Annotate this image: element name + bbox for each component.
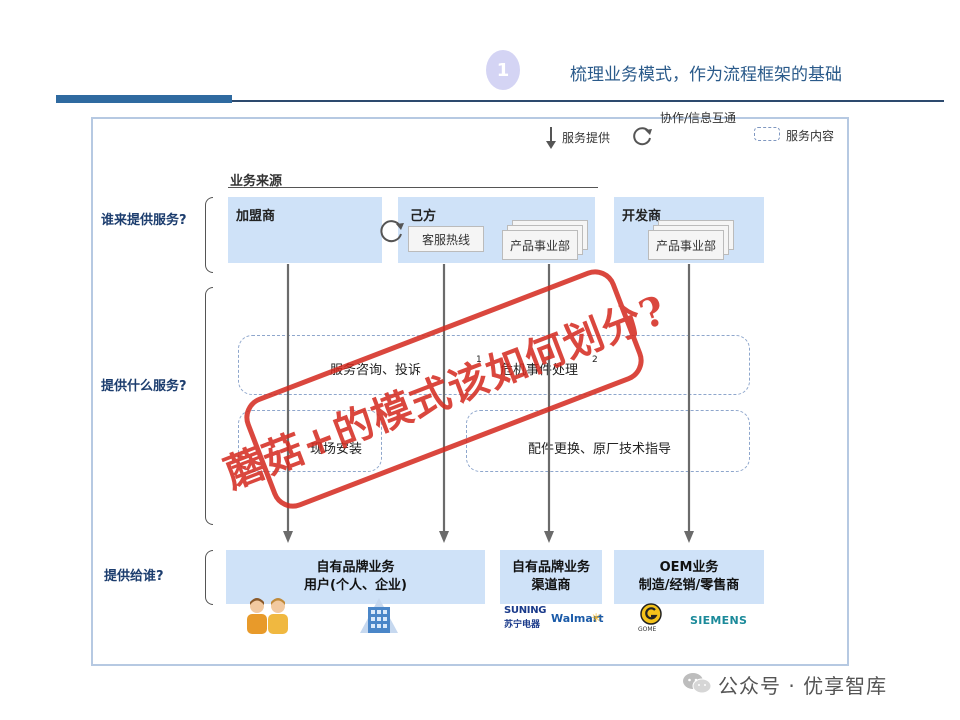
footnote-marker-1: 1: [476, 355, 482, 365]
header-divider: [232, 100, 944, 102]
recipient-box-oem: [614, 550, 764, 604]
own-users-line1: 自有品牌业务: [316, 560, 395, 575]
walmart-logo: Walmart: [551, 612, 604, 625]
recipient-box-own-channel: [500, 550, 602, 604]
crisis-service-text: 危机事件处理: [500, 363, 579, 378]
collaboration-cycle-icon: [380, 220, 404, 243]
footnote-marker-2: 2: [592, 355, 598, 365]
source-underline: [228, 187, 598, 188]
service-area-install: [238, 410, 382, 472]
legend-arrow-icon: [546, 127, 556, 149]
row-bracket-1: [205, 197, 213, 273]
install-service-text: 现场安装: [310, 442, 363, 457]
recipient-box-own-users: [226, 550, 485, 604]
row-label-what-service: 提供什么服务?: [101, 379, 187, 394]
people-icon: [247, 598, 288, 634]
row-bracket-2: [205, 287, 213, 525]
suning-logo-cn: 苏宁电器: [504, 620, 541, 630]
cycle-icon: [633, 127, 652, 146]
row-label-who-provides: 谁来提供服务?: [101, 213, 187, 228]
diagram-frame: [91, 117, 849, 666]
own-channel-line1: 自有品牌业务: [511, 560, 590, 575]
own-channel-line2: 渠道商: [531, 578, 571, 593]
franchise-title: 加盟商: [236, 209, 276, 224]
walmart-spark-icon: ✳: [591, 611, 602, 625]
legend-dashed-box: [754, 127, 780, 141]
service-area-parts: [466, 410, 750, 472]
consult-service-text: 服务咨询、投诉: [330, 363, 422, 378]
gome-logo: GOME: [638, 626, 657, 633]
step-badge: 1: [486, 50, 520, 90]
oem-line1: OEM业务: [659, 560, 719, 575]
header-accent-bar: [56, 95, 232, 103]
hotline-tag: 客服热线: [408, 226, 484, 252]
own-users-line2: 用户(个人、企业): [304, 578, 407, 593]
gome-logo-icon: [640, 603, 662, 625]
provider-box-franchise: [228, 197, 382, 263]
row-bracket-3: [205, 550, 213, 605]
watermark: 公众号 · 优享智库: [718, 674, 888, 698]
source-label: 业务来源: [230, 174, 283, 189]
developer-title: 开发商: [622, 209, 662, 224]
siemens-logo: SIEMENS: [690, 614, 748, 627]
building-icon: [360, 598, 398, 633]
product-dept-tag-developer: 产品事业部: [648, 230, 724, 260]
legend-service-label: 服务提供: [562, 131, 611, 145]
page-title: 梳理业务模式，作为流程框架的基础: [570, 65, 842, 85]
own-title: 己方: [410, 209, 437, 224]
legend-content-label: 服务内容: [786, 129, 835, 143]
service-area-consult: [238, 335, 750, 395]
row-label-to-whom: 提供给谁?: [104, 569, 164, 584]
product-dept-tag-own: 产品事业部: [502, 230, 578, 260]
wechat-icon: [683, 673, 712, 694]
oem-line2: 制造/经销/零售商: [638, 578, 740, 593]
suning-logo: SUNING: [504, 605, 547, 616]
legend-collaboration-label: 协作/信息互通: [660, 111, 737, 125]
parts-service-text: 配件更换、原厂技术指导: [528, 442, 672, 457]
